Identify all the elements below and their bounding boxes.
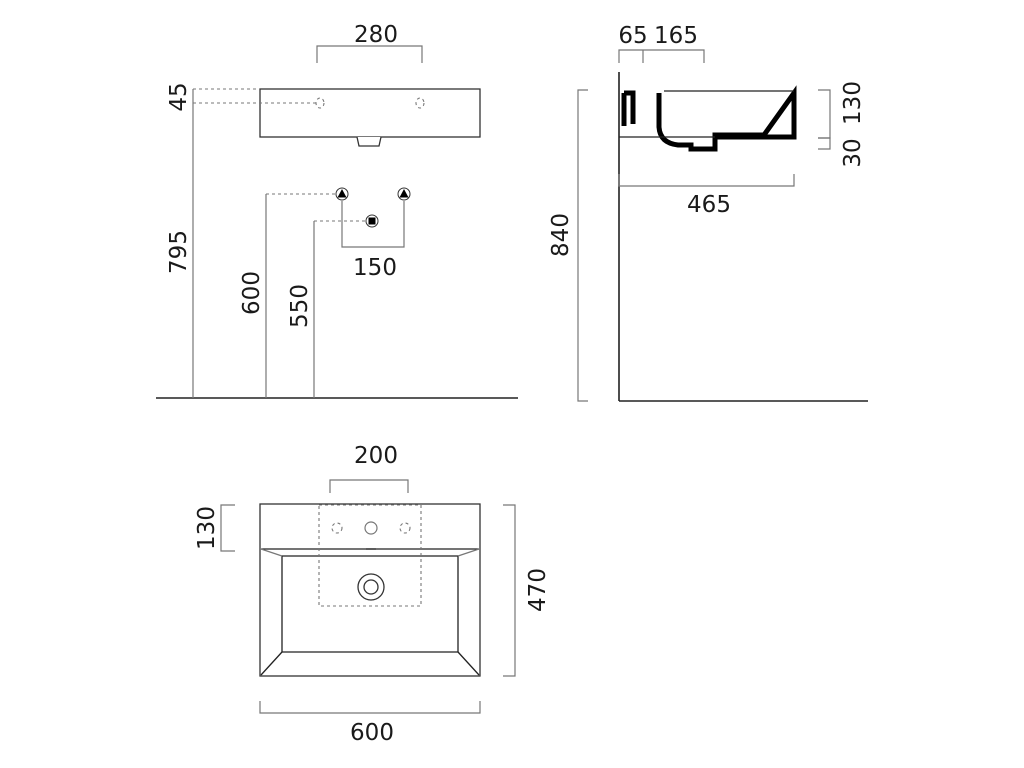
plan-tap-zone-outline [318, 504, 422, 607]
hot-water-supply-icon [337, 189, 347, 198]
front-basin [259, 88, 481, 147]
front-view: 280 45 795 600 550 [156, 22, 518, 399]
plan-width-label: 600 [350, 720, 394, 746]
front-supply-height-label: 600 [239, 271, 265, 315]
front-supply-height-dimension: 600 [239, 193, 340, 398]
side-depth-label: 465 [687, 192, 731, 218]
cold-water-supply-icon [399, 189, 409, 198]
side-offset-b-label: 165 [654, 23, 698, 49]
side-base-thickness-label: 30 [840, 138, 866, 167]
front-rim-height-label: 795 [166, 230, 192, 274]
side-view: 65 165 840 130 30 465 [548, 23, 868, 402]
plan-width-dimension: 600 [259, 701, 481, 746]
side-bowl-depth-label: 130 [840, 81, 866, 125]
plan-depth-label: 470 [525, 568, 551, 612]
front-rim-height-dimension: 795 [166, 89, 194, 398]
plan-tap-zone-depth-label: 130 [194, 506, 220, 550]
side-basin-section-profile [621, 85, 797, 152]
front-supply-spacing-dimension: 150 [341, 201, 405, 281]
front-supply-spacing-label: 150 [353, 255, 397, 281]
side-offset-a-label: 65 [618, 23, 647, 49]
plan-tap-zone-width-label: 200 [354, 443, 398, 469]
plan-basin [259, 503, 481, 677]
plan-tap-zone-width-dimension: 200 [329, 443, 409, 493]
side-total-height-label: 840 [548, 213, 574, 257]
plan-tap-hole-right [399, 522, 411, 534]
plan-tap-hole-centre [364, 521, 378, 535]
front-waste-height-dimension: 550 [287, 220, 367, 398]
front-basin-body [259, 88, 481, 138]
plan-tap-zone-depth-dimension: 130 [194, 504, 235, 552]
front-basin-waste-outlet [356, 136, 382, 147]
plan-drain-inner [363, 579, 379, 595]
waste-connection-icon [368, 217, 376, 225]
plan-tap-zone [318, 504, 422, 607]
plan-depth-dimension: 470 [503, 504, 551, 677]
side-depth-dimension: 465 [618, 174, 795, 218]
plan-view: 200 130 470 600 [194, 443, 551, 746]
side-top-offsets-dimension: 65 165 [618, 23, 705, 63]
front-tap-height-label: 45 [166, 82, 192, 111]
front-waste-height-label: 550 [287, 284, 313, 328]
plan-tap-hole-left [331, 522, 343, 534]
side-bowl-depth-dimension: 130 30 [818, 81, 866, 168]
front-top-width-dimension: 280 [316, 22, 423, 63]
side-total-height-dimension: 840 [548, 89, 588, 402]
front-tap-hole-right [415, 97, 425, 109]
front-tap-height-dimension: 45 [166, 82, 316, 112]
front-supply-connections [335, 187, 411, 228]
front-top-width-label: 280 [354, 22, 398, 48]
side-basin-section [619, 85, 797, 152]
